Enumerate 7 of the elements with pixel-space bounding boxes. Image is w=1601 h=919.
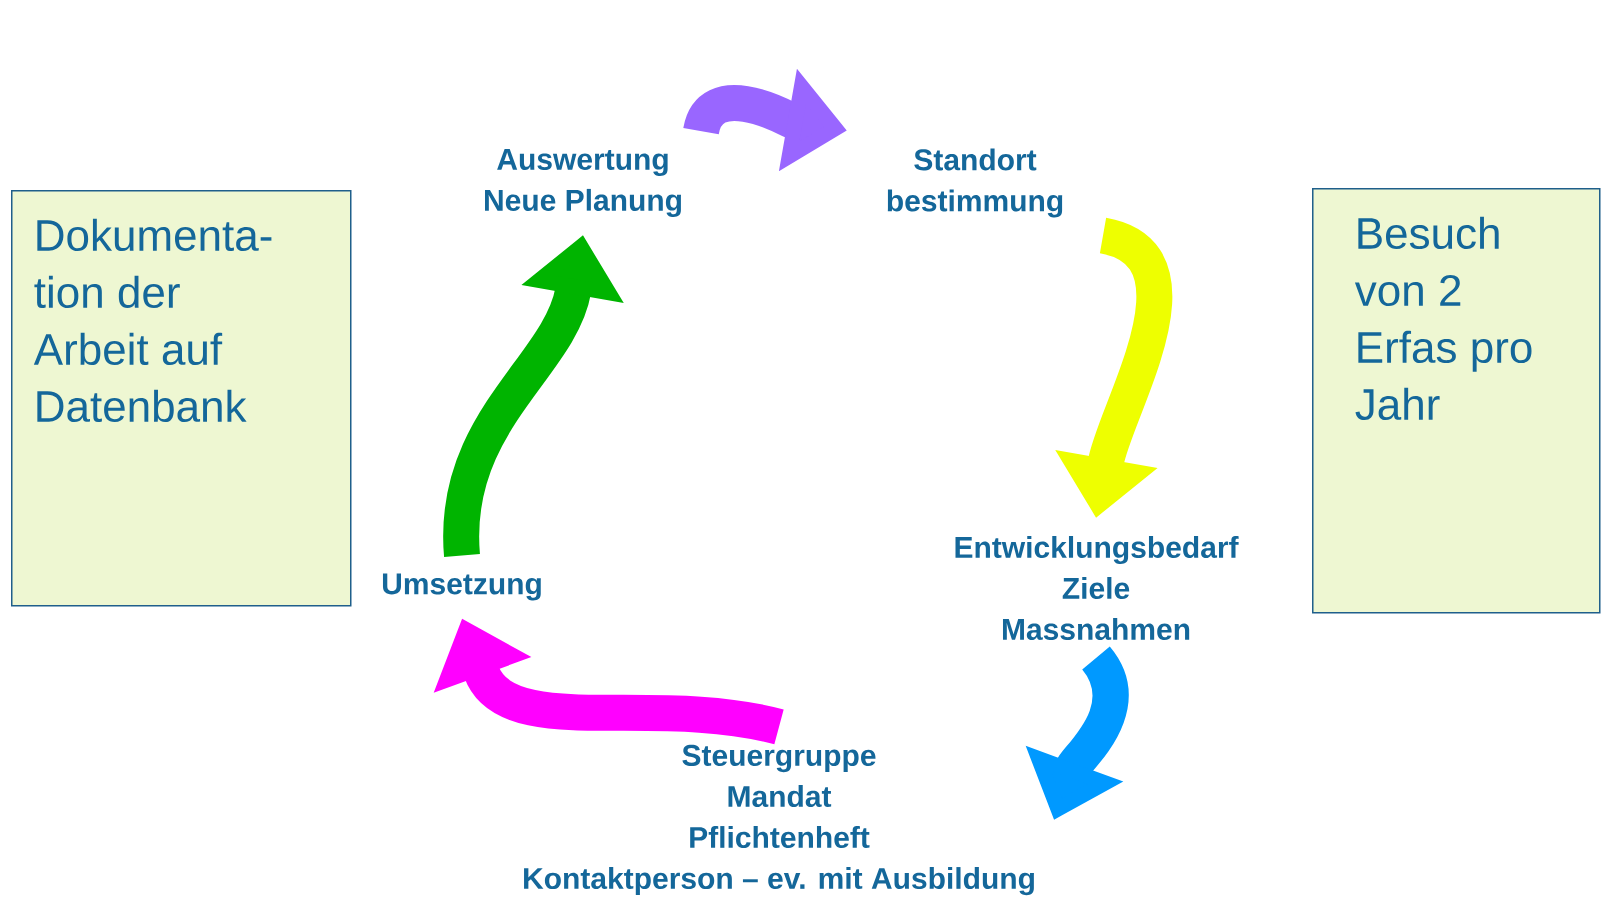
step-label: Steuergruppe Mandat Pflichtenheft Kontaktperson – ev. mit Ausbildung — [524, 744, 1034, 896]
step-label: Entwicklungsbedarf Ziele Massnahmen — [955, 536, 1239, 641]
step-label: Standort bestimmung — [887, 148, 1063, 218]
text-box: Besuch von 2 Erfas pro Jahr — [1312, 188, 1601, 614]
step-label: Umsetzung — [382, 573, 541, 601]
step-label: Auswertung Neue Planung — [485, 149, 681, 217]
text-box: Dokumenta- tion der Arbeit auf Datenbank — [11, 190, 352, 607]
